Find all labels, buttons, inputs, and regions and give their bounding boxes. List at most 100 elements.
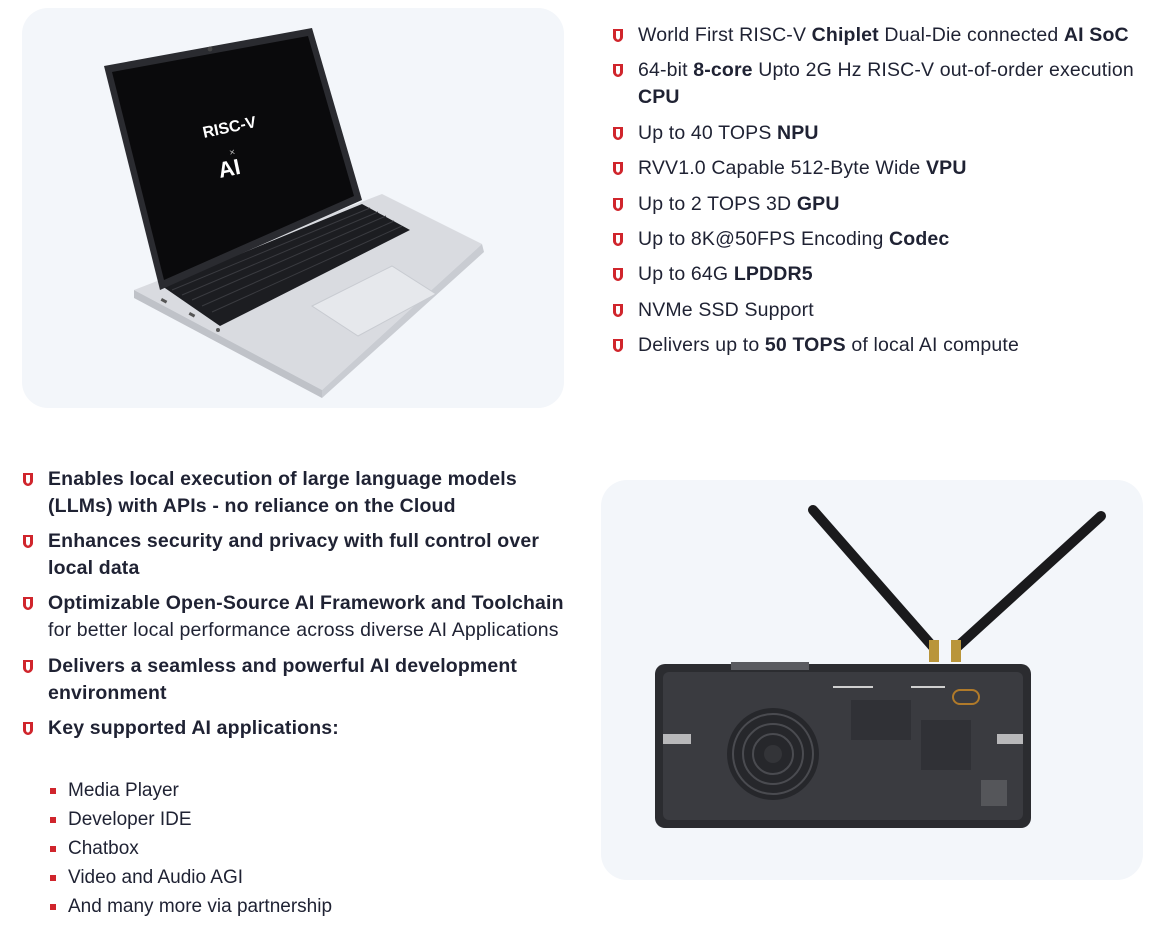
spec-item: Up to 2 TOPS 3D GPU (612, 191, 1147, 218)
spec-item: 64-bit 8-core Upto 2G Hz RISC-V out-of-o… (612, 57, 1147, 111)
bullet-icon-wrap (612, 191, 638, 218)
feature-text-run: Enables local execution of large languag… (48, 468, 517, 517)
spec-text-run: CPU (638, 86, 680, 109)
bullet-shield-icon (613, 162, 623, 176)
square-bullet-icon (50, 816, 56, 823)
spec-text-run: Up to 40 TOPS (638, 121, 778, 144)
bullet-shield-icon (613, 339, 623, 353)
spec-text-run: 64-bit (638, 59, 694, 82)
bullet-shield-icon (613, 268, 623, 282)
square-bullet-icon (50, 874, 56, 881)
feature-text-run: Key supported AI applications: (48, 716, 339, 739)
bullet-icon-wrap (612, 332, 638, 359)
spec-text-run: NVMe SSD Support (638, 298, 814, 321)
bullet-shield-icon (23, 597, 33, 611)
bullet-icon-wrap (22, 466, 48, 493)
feature-item: Optimizable Open-Source AI Framework and… (22, 590, 587, 644)
feature-item: Delivers a seamless and powerful AI deve… (22, 653, 587, 707)
bullet-shield-icon (613, 303, 623, 317)
spec-item: Up to 40 TOPS NPU (612, 120, 1147, 147)
bullet-icon-wrap (612, 120, 638, 147)
bullet-shield-icon (613, 197, 623, 211)
spec-text-run: Up to 2 TOPS 3D (638, 192, 797, 215)
bullet-icon-wrap (612, 297, 638, 324)
spec-item: RVV1.0 Capable 512-Byte Wide VPU (612, 155, 1147, 182)
spec-text-run: NPU (777, 121, 819, 144)
spec-text: Up to 40 TOPS NPU (638, 120, 819, 147)
feature-text-run: Delivers a seamless and powerful AI deve… (48, 654, 518, 704)
bullet-icon-wrap (22, 653, 48, 680)
spec-text-run: 50 TOPS (764, 334, 846, 357)
spec-list: World First RISC-V Chiplet Dual-Die conn… (612, 22, 1147, 368)
spec-text-run: Upto 2G Hz RISC-V out-of-order execution (752, 59, 1134, 82)
bullet-shield-icon (23, 721, 33, 735)
spec-text: Delivers up to 50 TOPS of local AI compu… (638, 332, 1019, 359)
dev-board-image (655, 505, 1106, 828)
bullet-shield-icon (613, 232, 623, 246)
application-item: Media Player (50, 776, 550, 805)
spec-text-run: LPDDR5 (733, 263, 813, 286)
spec-text: World First RISC-V Chiplet Dual-Die conn… (638, 22, 1129, 49)
square-bullet-icon (50, 903, 56, 910)
application-label: Developer IDE (68, 809, 192, 830)
feature-text: Enables local execution of large languag… (48, 466, 587, 520)
spec-text-run: of local AI compute (845, 334, 1019, 357)
application-label: And many more via partnership (68, 896, 333, 917)
spec-text-run: GPU (796, 192, 840, 215)
spec-item: Up to 8K@50FPS Encoding Codec (612, 226, 1147, 253)
square-bullet-icon (50, 845, 56, 852)
bullet-icon-wrap (22, 528, 48, 555)
spec-text: Up to 2 TOPS 3D GPU (638, 191, 840, 218)
spec-text: RVV1.0 Capable 512-Byte Wide VPU (638, 155, 967, 182)
spec-text-run: Dual-Die connected (878, 24, 1064, 46)
application-item: Developer IDE (50, 805, 550, 834)
bullet-icon-wrap (612, 226, 638, 253)
application-label: Chatbox (68, 838, 139, 859)
application-label: Media Player (68, 780, 179, 801)
bullet-shield-icon (23, 535, 33, 549)
bullet-icon-wrap (22, 590, 48, 617)
spec-item: Up to 64G LPDDR5 (612, 261, 1147, 288)
bullet-shield-icon (23, 473, 33, 486)
application-item: And many more via partnership (50, 892, 550, 921)
spec-text-run: Chiplet (811, 24, 879, 46)
bullet-shield-icon (613, 126, 623, 140)
feature-item: Key supported AI applications: (22, 715, 587, 742)
feature-text-run: Enhances security and privacy with full … (48, 530, 540, 580)
bullet-icon-wrap (22, 715, 48, 742)
spec-text-run: Up to 8K@50FPS Encoding (638, 227, 890, 250)
spec-text: NVMe SSD Support (638, 297, 814, 324)
feature-text-run: Optimizable Open-Source AI Framework and… (48, 592, 564, 615)
spec-item: World First RISC-V Chiplet Dual-Die conn… (612, 22, 1147, 49)
spec-text-run: VPU (926, 157, 967, 180)
feature-text-run: for better local performance across dive… (48, 619, 559, 642)
bullet-shield-icon (613, 64, 623, 78)
feature-text: Key supported AI applications: (48, 715, 339, 742)
feature-text: Enhances security and privacy with full … (48, 528, 587, 582)
spec-item: Delivers up to 50 TOPS of local AI compu… (612, 332, 1147, 359)
spec-text-run: Delivers up to (638, 334, 765, 357)
feature-list: Enables local execution of large languag… (22, 466, 587, 750)
application-item: Chatbox (50, 834, 550, 863)
spec-text-run: 8-core (693, 59, 753, 82)
dev-board-image-card (601, 480, 1143, 880)
bullet-icon-wrap (612, 57, 638, 84)
square-bullet-icon (50, 787, 56, 794)
bullet-shield-icon (613, 29, 623, 42)
bullet-shield-icon (23, 659, 33, 673)
feature-item: Enables local execution of large languag… (22, 466, 587, 520)
spec-text-run: Codec (889, 227, 950, 250)
feature-text: Delivers a seamless and powerful AI deve… (48, 653, 587, 707)
application-label: Video and Audio AGI (68, 867, 244, 888)
spec-text-run: Up to 64G (638, 263, 734, 286)
laptop-image-card: RISC-V × AI (22, 8, 564, 408)
bullet-icon-wrap (612, 261, 638, 288)
spec-item: NVMe SSD Support (612, 297, 1147, 324)
spec-text: Up to 8K@50FPS Encoding Codec (638, 226, 949, 253)
spec-text: 64-bit 8-core Upto 2G Hz RISC-V out-of-o… (638, 57, 1147, 111)
bullet-icon-wrap (612, 22, 638, 49)
feature-item: Enhances security and privacy with full … (22, 528, 587, 582)
spec-text-run: AI SoC (1063, 24, 1129, 46)
spec-text-run: RVV1.0 Capable 512-Byte Wide (638, 157, 926, 180)
